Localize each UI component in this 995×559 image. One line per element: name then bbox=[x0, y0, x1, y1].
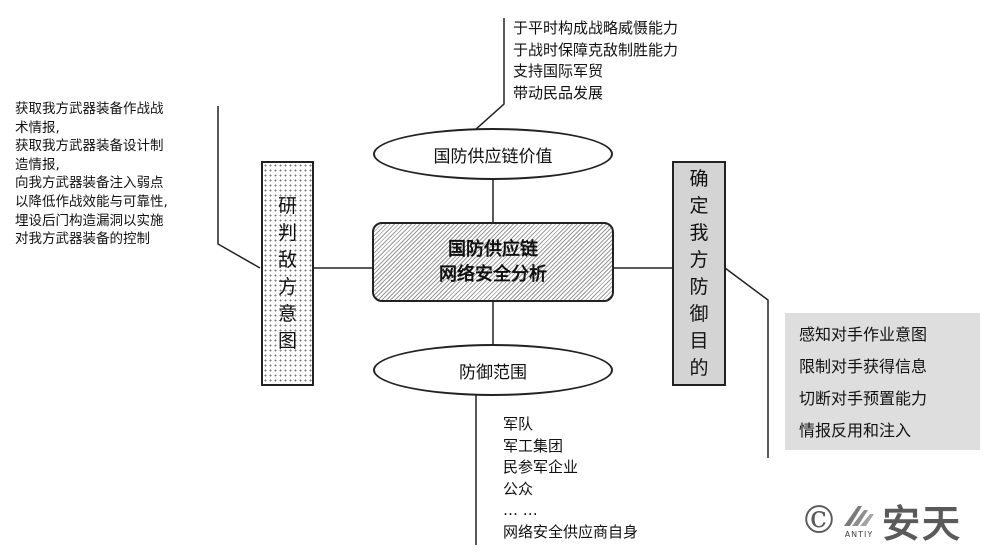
goal-char: 御 bbox=[689, 302, 709, 325]
intent-char: 意 bbox=[277, 302, 297, 325]
antiy-logo: © ANTIY 安天 bbox=[800, 495, 963, 546]
bottom-item: 民参军企业 bbox=[503, 458, 579, 476]
goal-item: 感知对手作业意图 bbox=[799, 325, 928, 344]
goal-char: 方 bbox=[689, 248, 709, 271]
intent-char: 敌 bbox=[277, 248, 297, 271]
bottom-items: 军队 军工集团 民参军企业 公众 … … 网络安全供应商自身 bbox=[503, 414, 638, 543]
left-item: 获取我方武器装备设计制 bbox=[15, 138, 164, 155]
left-item: 术情报, bbox=[15, 119, 60, 136]
goal-items-panel: 感知对手作业意图 限制对手获得信息 切断对手预置能力 情报反用和注入 bbox=[785, 313, 980, 450]
value-ellipse: 国防供应链价值 bbox=[373, 128, 613, 180]
intent-char: 图 bbox=[277, 329, 297, 352]
bottom-item: 网络安全供应商自身 bbox=[503, 522, 639, 541]
center-title-line2: 网络安全分析 bbox=[439, 264, 547, 285]
goal-item: 切断对手预置能力 bbox=[799, 389, 928, 408]
bottom-item: … … bbox=[503, 501, 538, 519]
center-box: 国防供应链 网络安全分析 bbox=[372, 222, 614, 302]
left-item: 埋设后门构造漏洞以实施 bbox=[15, 212, 164, 229]
left-item: 向我方武器装备注入弱点 bbox=[15, 175, 164, 192]
left-item: 以降低作战效能与可靠性, bbox=[15, 193, 168, 210]
goal-char: 的 bbox=[689, 356, 709, 379]
left-item: 造情报, bbox=[15, 156, 60, 173]
scope-label: 防御范围 bbox=[459, 362, 527, 383]
goal-char: 确 bbox=[689, 167, 709, 190]
intent-box: 研 判 敌 方 意 图 bbox=[261, 161, 314, 386]
bottom-item: 军工集团 bbox=[503, 436, 564, 455]
callout-top bbox=[474, 18, 505, 131]
left-item: 对我方武器装备的控制 bbox=[15, 231, 150, 248]
copyright-icon: © bbox=[800, 498, 838, 542]
intent-char: 研 bbox=[277, 194, 297, 217]
goal-item: 限制对手获得信息 bbox=[799, 357, 928, 376]
left-item: 获取我方武器装备作战战 bbox=[15, 101, 164, 117]
goal-item: 情报反用和注入 bbox=[799, 421, 912, 440]
defense-goal-box: 确 定 我 方 防 御 目 的 bbox=[672, 161, 726, 386]
goal-char: 目 bbox=[689, 329, 709, 352]
goal-char: 定 bbox=[689, 194, 709, 217]
top-item: 于战时保障克敌制胜能力 bbox=[513, 40, 679, 59]
value-label: 国防供应链价值 bbox=[433, 146, 553, 167]
callout-right bbox=[724, 267, 769, 458]
top-item: 支持国际军贸 bbox=[513, 62, 604, 80]
antiy-wing-icon bbox=[844, 505, 874, 526]
antiy-brand-text: 安天 bbox=[882, 501, 963, 546]
top-items: 于平时构成战略威慑能力 于战时保障克敌制胜能力 支持国际军贸 带动民品发展 bbox=[513, 18, 678, 104]
antiy-wordmark: ANTIY bbox=[844, 529, 874, 539]
left-items: 获取我方武器装备作战战 术情报, 获取我方武器装备设计制 造情报, 向我方武器装… bbox=[15, 100, 168, 249]
scope-ellipse: 防御范围 bbox=[373, 344, 613, 396]
bottom-item: 军队 bbox=[503, 415, 534, 433]
top-item: 于平时构成战略威慑能力 bbox=[513, 19, 679, 37]
goal-char: 防 bbox=[689, 275, 709, 298]
intent-char: 判 bbox=[277, 221, 297, 244]
bottom-item: 公众 bbox=[503, 479, 534, 498]
goal-char: 我 bbox=[689, 221, 709, 244]
callout-left bbox=[217, 106, 261, 269]
top-item: 带动民品发展 bbox=[513, 83, 604, 102]
antiy-mark: ANTIY bbox=[842, 502, 876, 539]
center-title-line1: 国防供应链 bbox=[448, 239, 538, 260]
intent-char: 方 bbox=[277, 275, 297, 298]
